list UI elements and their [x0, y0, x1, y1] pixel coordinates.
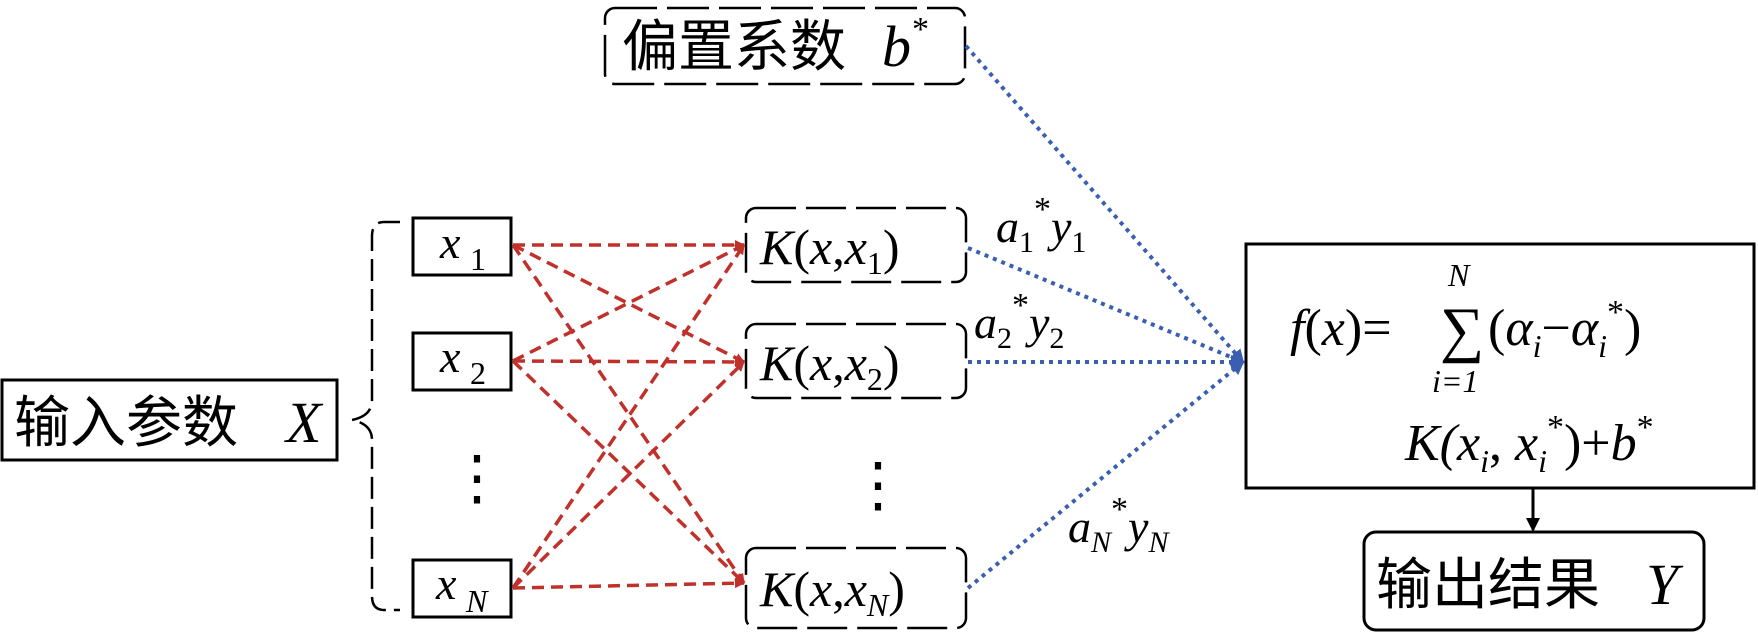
link-bias-sum — [964, 44, 1245, 364]
input-brace — [351, 220, 400, 612]
input-box — [0, 378, 339, 462]
kernel-node-n: K(x,xN) — [744, 546, 968, 630]
input-x2: x 2 — [411, 331, 513, 392]
input-x2-sub: 2 — [470, 355, 486, 391]
input-symbol: X — [284, 390, 324, 455]
input-x1-sub: 1 — [470, 241, 486, 277]
link-x1-kn — [511, 244, 746, 584]
link-xn-kn — [512, 578, 745, 590]
link-x2-k2 — [512, 356, 745, 367]
input-x1: x 1 — [411, 216, 513, 277]
bias-node: 偏置系数 b * — [603, 6, 967, 86]
link-x2-kn — [511, 359, 746, 585]
input-ellipsis: ⋮ — [447, 445, 507, 511]
link-xn-k1 — [511, 244, 746, 589]
formula-line-1: f(x)= — [1290, 300, 1392, 357]
bias-label: 偏置系数 — [622, 15, 846, 80]
weight-n: aN*yN — [1068, 491, 1170, 559]
formula-sigma: ∑ — [1440, 296, 1484, 364]
formula-line-2: K(xi, xi*)+b* — [1404, 409, 1654, 479]
output-symbol: Y — [1646, 552, 1684, 617]
bias-box — [603, 6, 967, 86]
link-xn-k2 — [511, 360, 746, 590]
bias-symbol: b — [882, 14, 911, 79]
kernel-box-n — [744, 546, 968, 630]
input-node: 输入参数 X — [0, 378, 339, 462]
output-links — [964, 44, 1245, 590]
weight-2: a2*y2 — [974, 287, 1064, 355]
link-x1-k2 — [512, 243, 745, 364]
output-node: 输出结果 Y — [1362, 530, 1706, 632]
kernel-box-1 — [744, 206, 968, 284]
input-xn: x N — [411, 558, 513, 619]
formula-upper: N — [1447, 257, 1471, 293]
input-label: 输入参数 — [14, 391, 238, 456]
decision-function-box — [1244, 242, 1756, 490]
kernel-node-1: K(x,x1) — [744, 206, 968, 284]
link-x2-k1 — [512, 243, 745, 363]
weight-1: a1*y1 — [996, 191, 1086, 259]
output-label: 输出结果 — [1376, 553, 1600, 618]
input-xn-base: x — [435, 558, 457, 609]
kernel-n-expr: K(x,xN) — [759, 561, 905, 623]
input-x2-base: x — [439, 331, 461, 382]
kernel-node-2: K(x,x2) — [744, 322, 968, 400]
output-box — [1362, 530, 1706, 632]
input-xn-sub: N — [465, 583, 489, 619]
decision-function-node: f(x)= ∑ N i=1 (αi−αi*) K(xi, xi*)+b* — [1244, 242, 1756, 490]
kernel-box-2 — [744, 322, 968, 400]
kernel-ellipsis: ⋮ — [848, 452, 908, 518]
input-xn-box — [411, 558, 513, 619]
input-x2-box — [411, 331, 513, 392]
kernel-1-expr: K(x,x1) — [759, 219, 900, 281]
input-x1-base: x — [439, 217, 461, 268]
bias-star: * — [912, 11, 929, 48]
kernel-2-expr: K(x,x2) — [759, 335, 900, 397]
formula-lower: i=1 — [1432, 363, 1478, 399]
input-x1-box — [411, 216, 513, 277]
input-kernel-links — [511, 240, 746, 590]
formula-terms: (αi−αi*) — [1488, 294, 1641, 364]
